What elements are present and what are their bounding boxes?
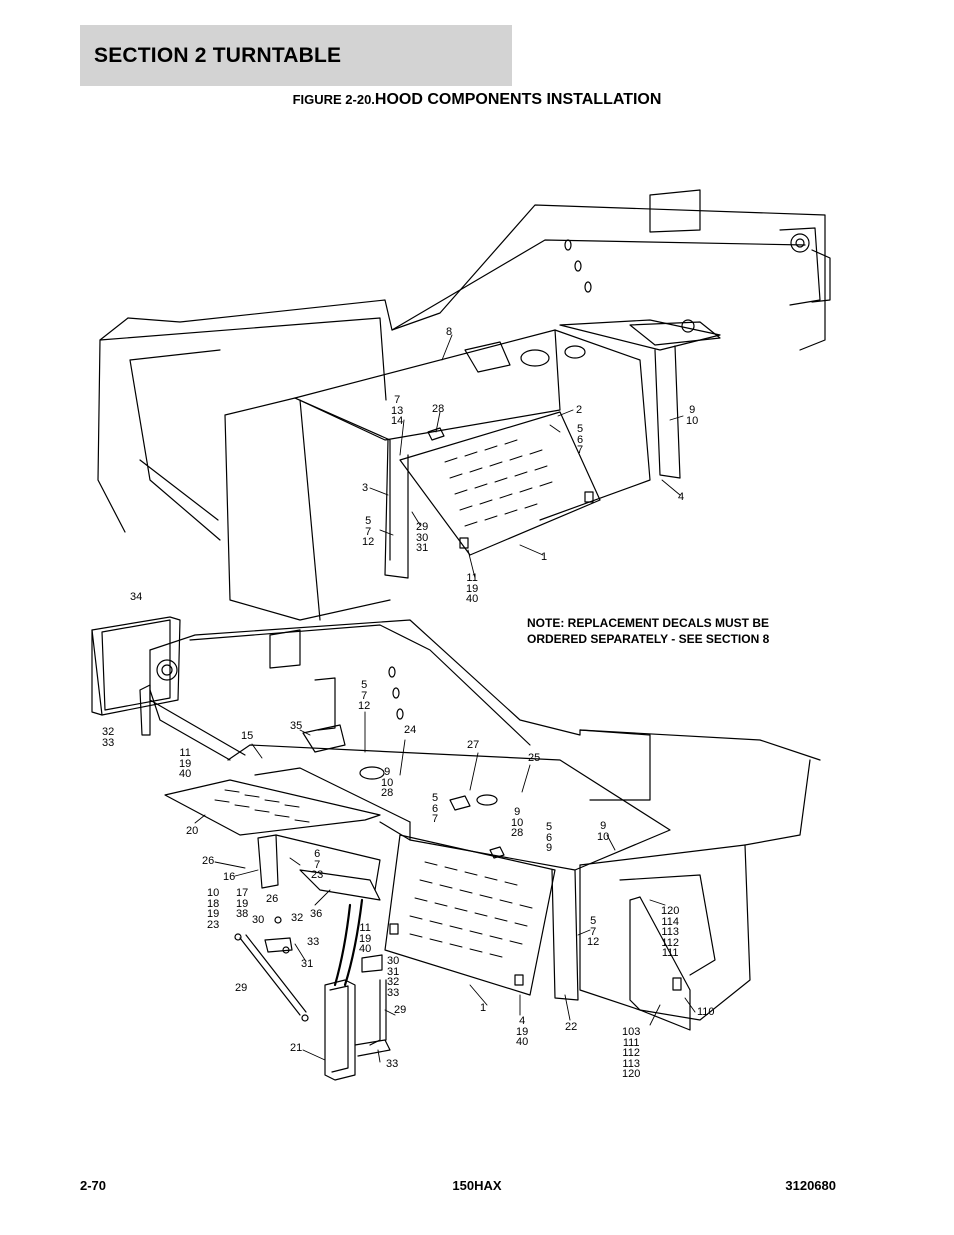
callout-bottom-24: 33 [307,936,320,948]
callout-bottom-1: 32 33 [102,726,115,749]
callout-bottom-6: 11 19 40 [179,747,192,780]
page-number: 2-70 [80,1178,107,1193]
callout-bottom-4: 24 [404,724,417,736]
callout-bottom-28: 30 31 32 33 [387,955,400,999]
bottom-side-door-110 [629,896,691,1031]
bottom-hood-panel [227,724,671,1001]
top-hood-panel [294,319,721,521]
bottom-callout-leaders [194,711,696,1063]
callout-bottom-18: 17 19 38 [236,887,249,920]
callout-bottom-23: 32 [291,912,304,924]
bottom-left-grille-door [164,779,381,836]
figure-title: FIGURE 2-20.HOOD COMPONENTS INSTALLATION [0,91,954,109]
bottom-center-grille-door [384,834,556,996]
section-banner: SECTION 2 TURNTABLE [80,25,512,86]
callout-top-6: 3 [362,482,369,494]
callout-bottom-5: 15 [241,730,254,742]
callout-bottom-36: 21 [290,1042,303,1054]
callout-bottom-2: 5 7 12 [358,679,371,712]
model-name: 150HAX [452,1178,502,1193]
callout-top-3: 2 [576,404,583,416]
callout-bottom-29: 120 114 113 112 111 [661,905,680,959]
callout-bottom-11: 5 6 7 [432,792,439,825]
callout-bottom-38: 103 111 112 113 120 [622,1026,641,1080]
figure-number: FIGURE 2-20. [292,92,375,107]
callout-bottom-7: 9 10 28 [381,766,394,799]
callout-bottom-20: 10 18 19 23 [207,887,220,931]
callout-top-8: 29 30 31 [416,521,429,554]
section-title: SECTION 2 TURNTABLE [94,43,342,67]
top-callout-leaders [369,334,684,579]
top-counterweight-box [224,397,391,621]
callout-bottom-19: 26 [266,893,279,905]
bottom-right-counterweight [579,759,811,1021]
callout-bottom-21: 36 [310,908,323,920]
callout-bottom-32: 1 [480,1002,487,1014]
callout-bottom-17: 16 [223,871,236,883]
callout-bottom-10: 20 [186,825,199,837]
callout-bottom-26: 29 [235,982,248,994]
callout-top-11: 11 19 40 [466,572,479,605]
callout-bottom-3: 35 [290,720,303,732]
callout-top-7: 5 7 12 [362,515,375,548]
callout-bottom-30: 5 7 12 [587,915,600,948]
callout-bottom-31: 29 [394,1004,407,1016]
replacement-decals-note: NOTE: REPLACEMENT DECALS MUST BE ORDERED… [527,616,770,646]
top-grille-door [384,411,601,579]
callout-bottom-34: 22 [565,1021,578,1033]
bottom-door-34 [91,616,181,716]
callout-top-4: 5 6 7 [577,423,584,456]
callout-bottom-15: 26 [202,855,215,867]
bottom-channel-21 [324,979,391,1081]
figure-title-text: HOOD COMPONENTS INSTALLATION [374,91,662,108]
callout-top-10: 1 [541,551,548,563]
callout-bottom-0: 34 [130,591,143,603]
bottom-support-and-struts [234,834,387,1046]
callout-top-9: 4 [678,491,685,503]
callout-bottom-12: 9 10 28 [511,806,524,839]
part-number: 3120680 [785,1178,836,1193]
callout-top-5: 9 10 [686,404,699,427]
callout-bottom-37: 33 [386,1058,399,1070]
top-turntable-frame [97,189,831,541]
callout-bottom-35: 110 [697,1006,715,1018]
callout-bottom-25: 31 [301,958,314,970]
callout-top-2: 28 [432,403,445,415]
callout-top-0: 8 [446,326,453,338]
callout-bottom-33: 4 19 40 [516,1015,529,1048]
callout-bottom-27: 11 19 40 [359,922,372,955]
callout-top-1: 7 13 14 [391,394,404,427]
callout-bottom-9: 25 [528,752,541,764]
callout-bottom-16: 6 7 23 [311,848,324,881]
callout-bottom-13: 5 6 9 [546,821,553,854]
bottom-turntable-frame [139,619,821,801]
callout-bottom-14: 9 10 [597,820,610,843]
callout-bottom-8: 27 [467,739,480,751]
callout-bottom-22: 30 [252,914,265,926]
